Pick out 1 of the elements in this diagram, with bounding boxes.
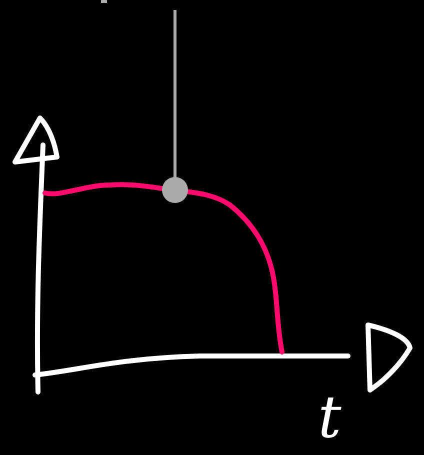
- axis-label: t: [318, 388, 342, 446]
